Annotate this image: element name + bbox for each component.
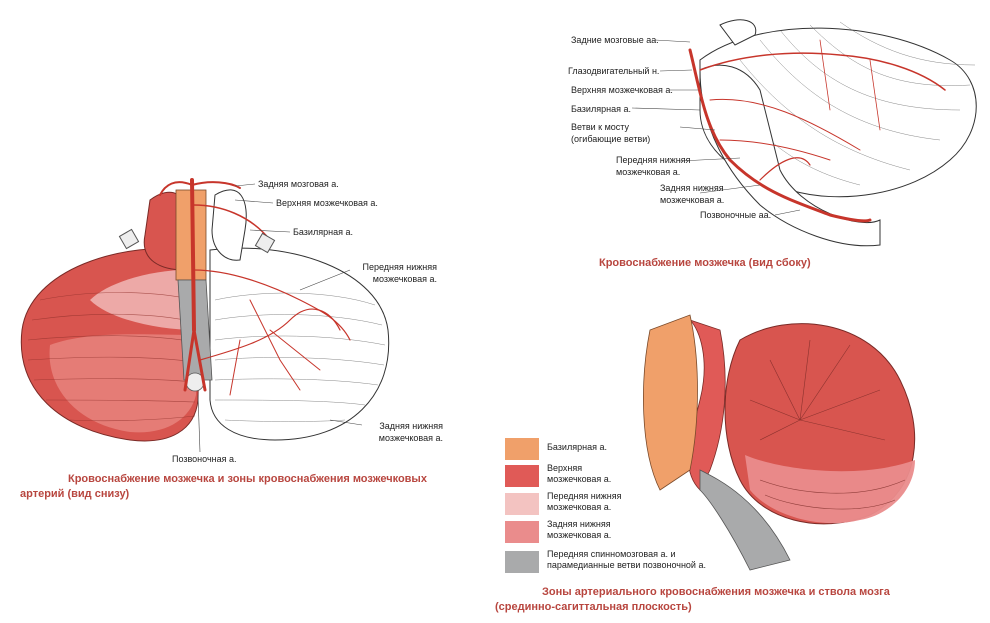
right-hemisphere	[209, 247, 390, 441]
legend-item-aica: Передняя нижняя мозжечковая а.	[505, 491, 675, 517]
label-pica-side: Задняя нижняя мозжечковая а.	[660, 183, 725, 205]
label-superior-cerebellar-artery: Верхняя мозжечковая а.	[276, 198, 378, 208]
legend-label: Передняя спинномозговая а. и парамедианн…	[547, 549, 706, 570]
legend-item-basilar: Базилярная а.	[505, 436, 675, 462]
label-vertebral-artery: Позвоночная а.	[172, 454, 237, 464]
bottom-right-caption-line1: Зоны артериального кровоснабжения мозжеч…	[542, 586, 890, 598]
label-aica: Передняя нижняя мозжечковая а.	[362, 262, 438, 284]
label-vertebral-arteries: Позвоночные аа.	[700, 210, 772, 220]
left-hemisphere-aica-zone	[90, 269, 198, 330]
legend-swatch	[505, 465, 539, 487]
label-basilar-artery: Базилярная а.	[293, 227, 353, 237]
legend-swatch	[505, 438, 539, 460]
legend-label: Базилярная а.	[547, 442, 607, 452]
label-pontine-branches: Ветви к мосту (огибающие ветви)	[571, 122, 651, 144]
label-posterior-cerebral-artery: Задняя мозговая а.	[258, 179, 339, 189]
legend-label: Задняя нижняя мозжечковая а.	[547, 519, 612, 540]
label-pica: Задняя нижняя мозжечковая а.	[378, 421, 443, 443]
legend-label: Верхняя мозжечковая а.	[547, 463, 612, 484]
label-oculomotor-nerve: Глазодвигательный н.	[568, 66, 660, 76]
label-basilar-artery-side: Базилярная а.	[571, 104, 631, 114]
legend-item-pica: Задняя нижняя мозжечковая а.	[505, 519, 675, 545]
legend-label: Передняя нижняя мозжечковая а.	[547, 491, 622, 512]
cerebellum-midsagittal-view	[643, 314, 916, 571]
top-right-caption: Кровоснабжение мозжечка (вид сбоку)	[599, 257, 811, 269]
legend-swatch	[505, 551, 539, 573]
label-posterior-cerebral-arteries: Задние мозговые аа.	[571, 35, 659, 45]
legend-item-superior: Верхняя мозжечковая а.	[505, 463, 675, 489]
left-caption-line2: артерий (вид снизу)	[20, 488, 130, 500]
cerebellum-lateral-view	[631, 19, 977, 247]
legend-swatch	[505, 521, 539, 543]
left-caption-line1: Кровоснабжение мозжечка и зоны кровоснаб…	[68, 473, 427, 485]
cerebellum-inferior-view	[20, 178, 390, 453]
legend-item-spinal: Передняя спинномозговая а. и парамедианн…	[505, 549, 706, 575]
label-superior-cerebellar-artery-side: Верхняя мозжечковая а.	[571, 85, 673, 95]
legend-swatch	[505, 493, 539, 515]
bottom-right-caption-line2: (срединно-сагиттальная плоскость)	[495, 601, 692, 613]
label-aica-side: Передняя нижняя мозжечковая а.	[616, 155, 691, 177]
